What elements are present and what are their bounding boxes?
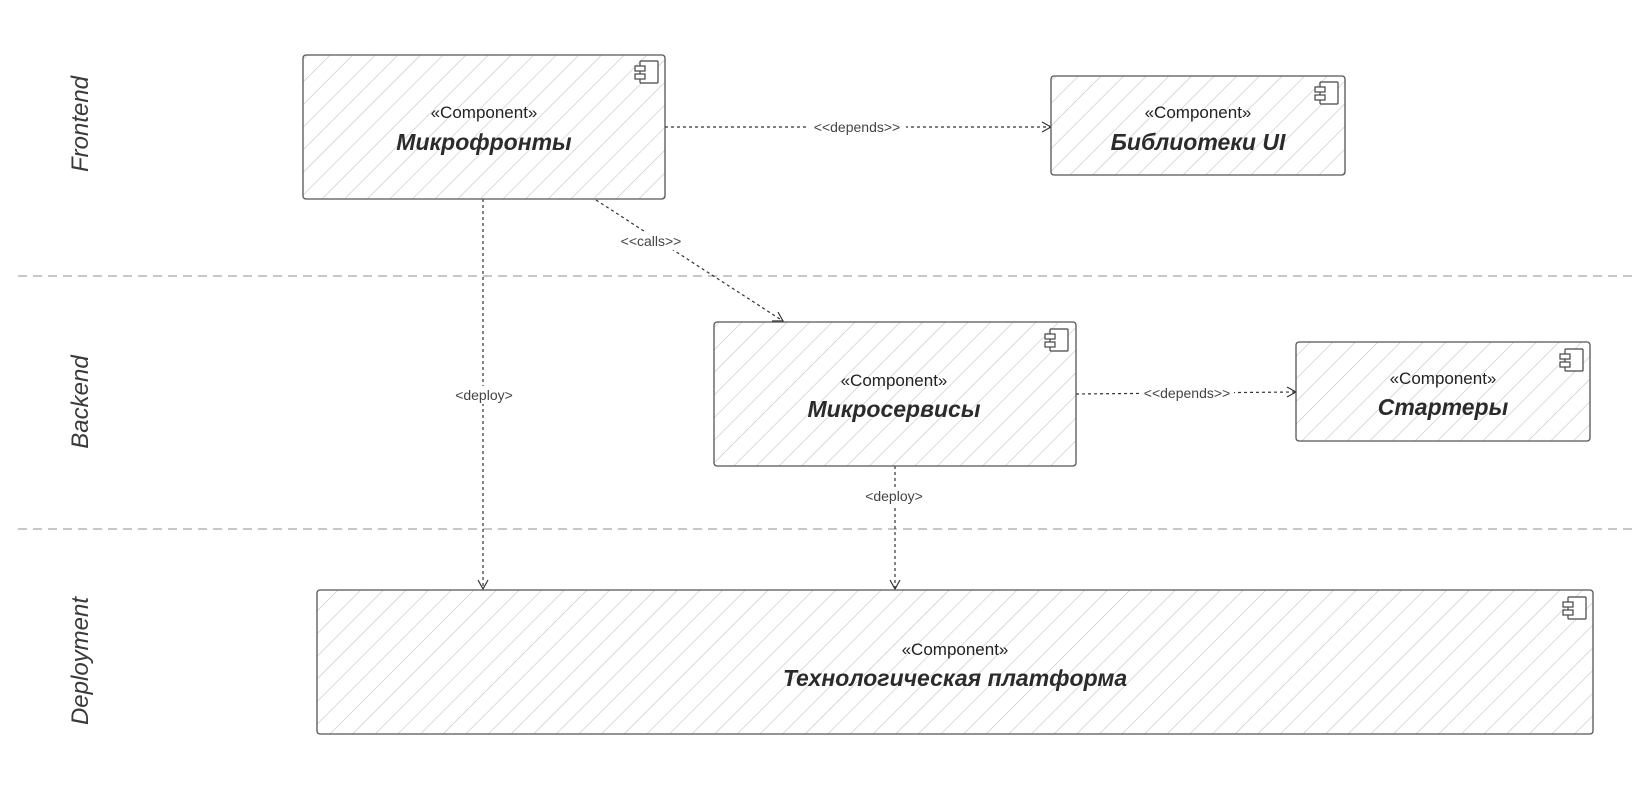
component-ui-libraries[interactable]: «Component» Библиотеки UI bbox=[1050, 75, 1346, 176]
component-microfrontends[interactable]: «Component» Микрофронты bbox=[302, 54, 666, 200]
component-icon bbox=[634, 60, 659, 84]
edge-label-depends: <<depends>> bbox=[1144, 385, 1230, 401]
edge-label-depends: <<depends>> bbox=[814, 119, 900, 135]
component-starters[interactable]: «Component» Стартеры bbox=[1295, 341, 1591, 442]
edge-microfrontends-calls-microservices[interactable]: <<calls>> bbox=[595, 199, 785, 322]
component-name: Библиотеки UI bbox=[1111, 129, 1286, 155]
component-icon bbox=[1562, 596, 1587, 620]
edge-label-deploy: <deploy> bbox=[865, 488, 923, 504]
component-stereotype: «Component» bbox=[431, 103, 538, 122]
component-stereotype: «Component» bbox=[1390, 369, 1497, 388]
component-icon bbox=[1044, 328, 1069, 352]
lane-label-frontend: Frontend bbox=[67, 75, 94, 172]
component-icon bbox=[1559, 348, 1584, 372]
component-name: Стартеры bbox=[1378, 394, 1509, 420]
edge-microfrontends-depends-ui-libraries[interactable]: <<depends>> bbox=[665, 118, 1053, 136]
lane-label-deployment: Deployment bbox=[67, 596, 94, 725]
component-name: Микросервисы bbox=[808, 396, 981, 422]
edge-microfrontends-deploy-tech-platform[interactable]: <deploy> bbox=[449, 199, 519, 591]
component-microservices[interactable]: «Component» Микросервисы bbox=[713, 321, 1077, 467]
lane-label-backend: Backend bbox=[67, 355, 94, 449]
component-name: Технологическая платформа bbox=[783, 665, 1127, 691]
edge-label-calls: <<calls>> bbox=[621, 233, 682, 249]
edge-label-deploy: <deploy> bbox=[455, 387, 513, 403]
edge-microservices-depends-starters[interactable]: <<depends>> bbox=[1075, 384, 1298, 402]
component-icon bbox=[1314, 81, 1339, 105]
component-name: Микрофронты bbox=[396, 129, 572, 155]
component-stereotype: «Component» bbox=[841, 371, 948, 390]
component-stereotype: «Component» bbox=[1145, 103, 1252, 122]
edge-microservices-deploy-tech-platform[interactable]: <deploy> bbox=[860, 466, 932, 591]
component-tech-platform[interactable]: «Component» Технологическая платформа bbox=[316, 589, 1594, 735]
component-stereotype: «Component» bbox=[902, 640, 1009, 659]
